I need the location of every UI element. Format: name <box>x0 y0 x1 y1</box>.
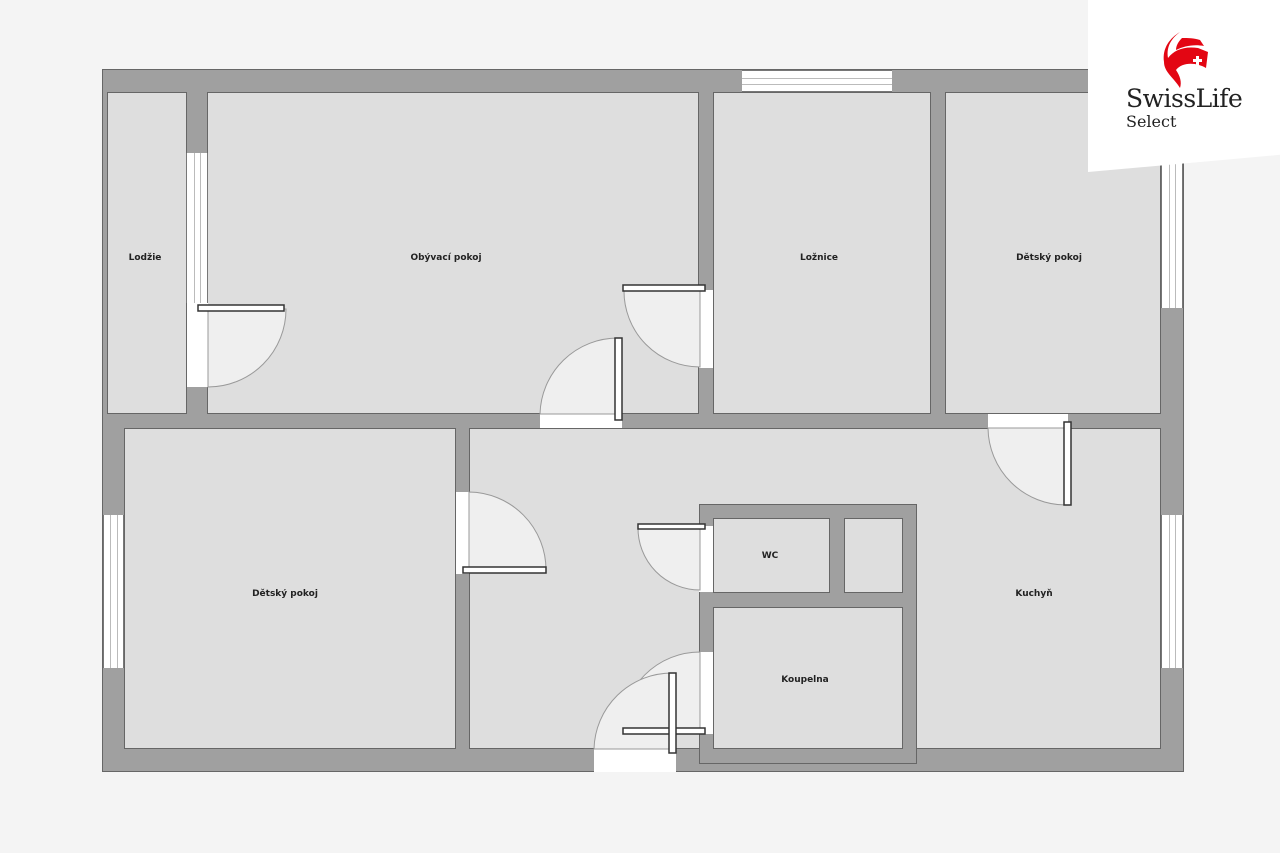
room-koupelna <box>713 607 903 749</box>
label-koupelna: Koupelna <box>781 675 829 685</box>
label-lodzie: Lodžie <box>128 253 162 263</box>
room-wc <box>713 518 830 593</box>
label-obyvaci-pokoj: Obývací pokoj <box>410 253 482 263</box>
opening-obyvaci-hall <box>540 414 622 428</box>
label-kuchyn: Kuchyň <box>1015 589 1053 599</box>
label-detsky-pokoj-1: Dětský pokoj <box>1016 253 1082 263</box>
opening-detsky-2 <box>456 492 469 574</box>
label-wc: WC <box>761 551 779 561</box>
opening-wc <box>699 526 713 592</box>
room-kuchyn-fill <box>916 505 1161 749</box>
logo-brand: SwissLife <box>1126 84 1243 113</box>
opening-entrance <box>594 749 676 772</box>
window-detsky-pokoj-2-left <box>103 515 124 668</box>
swisslife-flag-icon <box>1163 32 1208 88</box>
opening-loznice <box>699 290 713 368</box>
room-loznice <box>713 92 931 414</box>
window-lodzie-obyvaci <box>186 153 208 303</box>
opening-koupelna <box>699 652 713 734</box>
room-shaft <box>844 518 903 593</box>
room-detsky-pokoj-2 <box>124 428 456 749</box>
logo-sub: Select <box>1126 112 1177 131</box>
opening-detsky-1 <box>988 414 1068 428</box>
label-detsky-pokoj-2: Dětský pokoj <box>252 589 318 599</box>
window-loznice-top <box>742 70 892 92</box>
room-lodzie <box>107 92 187 414</box>
window-detsky-pokoj-1-right <box>1161 160 1183 308</box>
window-kuchyn-right <box>1161 515 1183 668</box>
opening-lodzie <box>187 303 208 387</box>
swisslife-logo: SwissLife Select <box>1088 0 1280 172</box>
label-loznice: Ložnice <box>799 253 839 263</box>
